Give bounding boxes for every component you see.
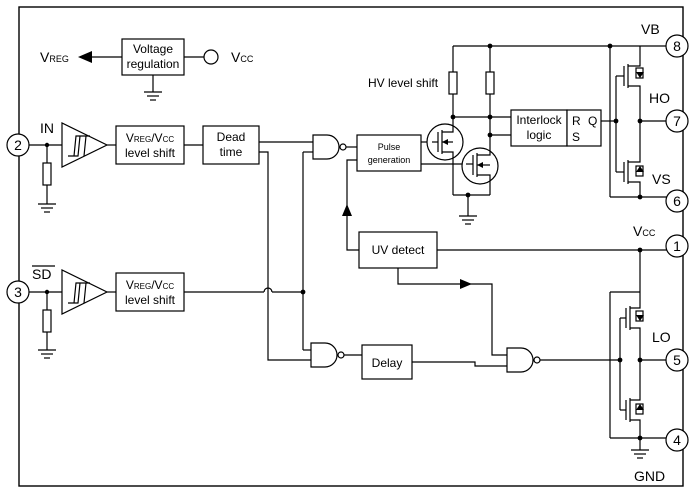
- nand-gate-high-icon: [312, 134, 347, 160]
- pulldown-resistor-icon: [42, 309, 52, 333]
- level-shift-sd-line1: VREG/VCC: [126, 278, 174, 292]
- pin-4: 4 GND: [634, 428, 689, 484]
- dead-time-line1: Dead: [217, 130, 246, 144]
- pin-1-number: 1: [673, 238, 681, 254]
- level-shift-sd-line2: level shift: [125, 293, 176, 307]
- pin-in-label: IN: [40, 120, 54, 136]
- low-side-nmos-icon: [620, 360, 644, 438]
- pin-gnd-label: GND: [634, 468, 665, 484]
- vcc-terminal-icon: [203, 49, 219, 65]
- pin-2-number: 2: [14, 137, 22, 153]
- voltage-regulation-line1: Voltage: [133, 42, 173, 56]
- pulse-generation-line2: generation: [368, 155, 411, 165]
- vcc-label: VCC: [231, 49, 254, 65]
- pin-7-number: 7: [673, 113, 681, 129]
- resistor-icon: [448, 71, 458, 95]
- pulse-generation-line1: Pulse: [378, 142, 401, 152]
- pulse-generation-block: [356, 134, 422, 172]
- nand-gate-low-icon: [310, 342, 345, 368]
- rs-latch-q: Q: [588, 114, 597, 128]
- pin-7: 7 HO: [649, 90, 689, 133]
- delay-label: Delay: [372, 356, 403, 370]
- hv-level-shift-circuit: [426, 43, 667, 225]
- rs-latch-s: S: [572, 130, 580, 144]
- pin-5-number: 5: [673, 352, 681, 368]
- pin-vb-label: VB: [641, 21, 660, 37]
- logic-wiring: [184, 141, 313, 361]
- dead-time-line2: time: [220, 145, 243, 159]
- rs-latch-r: R: [572, 114, 581, 128]
- vreg-label: VREG: [40, 49, 69, 65]
- pin-4-number: 4: [673, 432, 681, 448]
- voltage-regulation-section: Voltage regulation VREG VCC: [40, 38, 254, 101]
- pin-sd-label: SD: [32, 266, 51, 282]
- pin-1: 1 VCC: [633, 223, 689, 258]
- high-side-pmos-icon: [616, 46, 644, 121]
- ground-icon: [37, 349, 57, 359]
- ground-icon: [143, 91, 163, 101]
- vreg-arrow-icon: [78, 51, 92, 63]
- pin-5: 5 LO: [652, 329, 689, 372]
- low-side-pmos-icon: [620, 292, 644, 360]
- pin-8: 8 VB: [641, 21, 689, 58]
- ground-icon: [458, 215, 478, 225]
- in-input-section: 2 IN VREG/VCC level shift Dead time: [6, 120, 260, 213]
- level-shift-in-line1: VREG/VCC: [126, 131, 174, 145]
- uv-wiring: [342, 159, 667, 356]
- pin-6: 6 VS: [652, 171, 689, 213]
- ic-outline: [18, 6, 684, 487]
- delay-block: [361, 344, 413, 380]
- pin-lo-label: LO: [652, 329, 671, 345]
- interlock-logic-line2: logic: [527, 128, 552, 142]
- pin-vs-label: VS: [652, 171, 671, 187]
- interlock-logic-line1: Interlock: [516, 113, 562, 127]
- and-gate-icon: [506, 347, 541, 373]
- high-side-driver: [609, 46, 667, 200]
- interlock-logic-block: [510, 109, 568, 147]
- level-shift-in-line2: level shift: [125, 146, 176, 160]
- uv-detect-label: UV detect: [372, 243, 425, 257]
- high-side-nmos-icon: [616, 121, 644, 197]
- resistor-icon: [485, 71, 495, 95]
- arrow-up-icon: [342, 204, 352, 216]
- voltage-regulation-line2: regulation: [127, 57, 180, 71]
- hv-level-shift-label: HV level shift: [368, 76, 439, 90]
- uv-detect-block: [358, 231, 438, 269]
- pin-ho-label: HO: [649, 90, 670, 106]
- pulldown-resistor-icon: [42, 162, 52, 186]
- pin-6-number: 6: [673, 193, 681, 209]
- dead-time-block: [202, 125, 260, 165]
- pin-3-number: 3: [14, 284, 22, 300]
- ground-icon: [37, 203, 57, 213]
- pin-8-number: 8: [673, 38, 681, 54]
- arrow-right-icon: [460, 279, 472, 289]
- pin-vcc-label: VCC: [633, 223, 656, 239]
- sd-input-section: 3 SD VREG/VCC level shift: [6, 265, 185, 359]
- ground-icon: [630, 449, 650, 459]
- level-shift-sd-block: [115, 272, 185, 312]
- rs-latch-block: [566, 109, 602, 147]
- low-side-driver: [609, 247, 667, 459]
